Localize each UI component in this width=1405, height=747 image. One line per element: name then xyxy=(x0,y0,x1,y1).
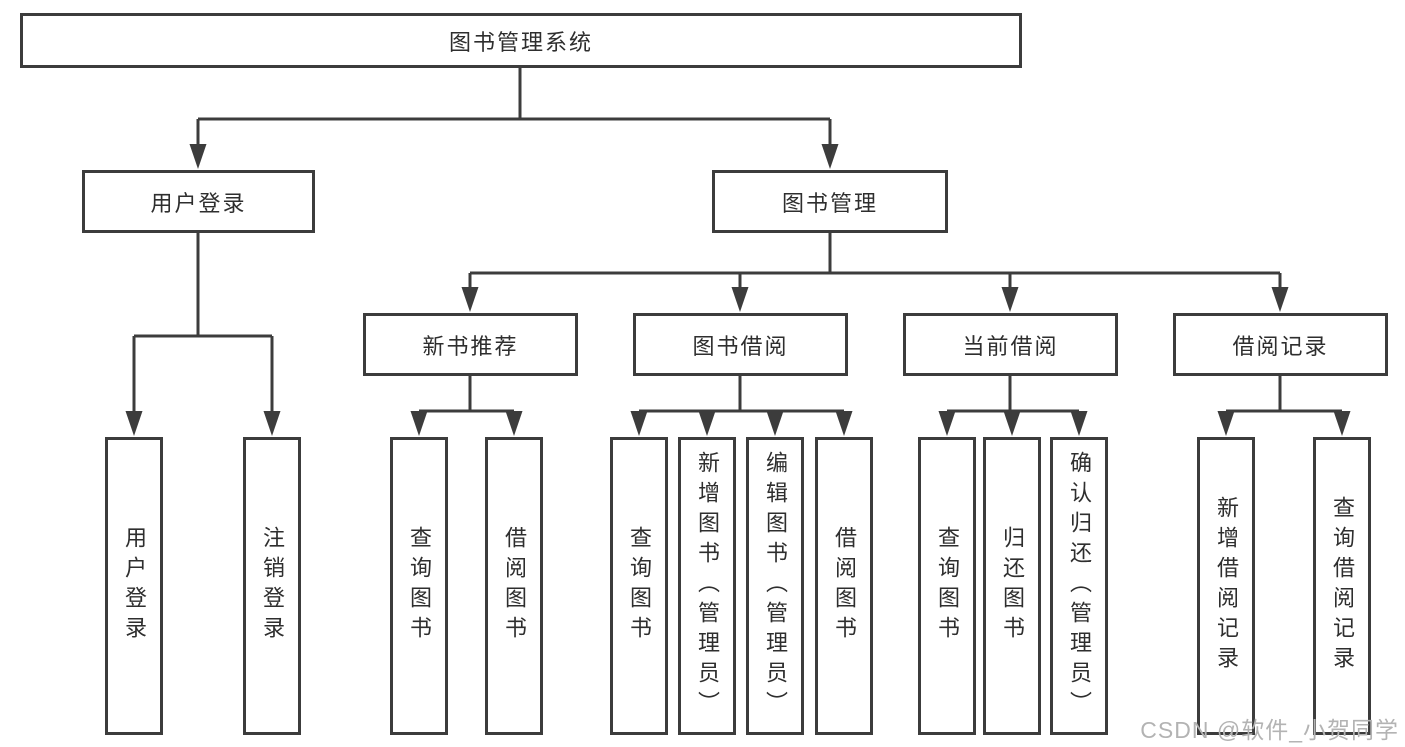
arrowhead-icon xyxy=(835,411,853,436)
node-label: 借阅记录 xyxy=(1232,333,1329,359)
leaf-user-login: 用户登录 xyxy=(105,437,163,735)
arrowhead-icon xyxy=(938,411,956,436)
arrowhead-icon xyxy=(1001,287,1019,312)
node-new-book-recommend: 新书推荐 xyxy=(363,313,578,376)
node-label: 查询借阅记录 xyxy=(1330,496,1355,676)
node-label: 新增借阅记录 xyxy=(1214,496,1239,676)
leaf-return-books: 归还图书 xyxy=(983,437,1041,735)
leaf-logout: 注销登录 xyxy=(243,437,301,735)
arrowhead-icon xyxy=(125,411,143,436)
arrowhead-icon xyxy=(410,411,428,436)
node-label: 查询图书 xyxy=(935,526,960,646)
node-label: 新增图书（管理员） xyxy=(695,451,720,721)
arrowhead-icon xyxy=(821,144,839,169)
leaf-borrow-books-borrowing: 借阅图书 xyxy=(815,437,873,735)
arrowhead-icon xyxy=(1003,411,1021,436)
arrowhead-icon xyxy=(461,287,479,312)
node-label: 图书管理系统 xyxy=(448,29,593,55)
arrowhead-icon xyxy=(189,144,207,169)
node-label: 注销登录 xyxy=(260,526,285,646)
arrowhead-icon xyxy=(766,411,784,436)
node-book-management: 图书管理 xyxy=(712,170,948,233)
leaf-add-book-admin: 新增图书（管理员） xyxy=(678,437,736,735)
arrowhead-icon xyxy=(1070,411,1088,436)
node-current-borrowing: 当前借阅 xyxy=(903,313,1118,376)
node-label: 编辑图书（管理员） xyxy=(763,451,788,721)
node-label: 图书管理 xyxy=(781,190,878,216)
arrowhead-icon xyxy=(263,411,281,436)
leaf-confirm-return-admin: 确认归还（管理员） xyxy=(1050,437,1108,735)
node-label: 查询图书 xyxy=(627,526,652,646)
node-borrowing-records: 借阅记录 xyxy=(1173,313,1388,376)
leaf-add-borrow-record: 新增借阅记录 xyxy=(1197,437,1255,735)
node-label: 当前借阅 xyxy=(962,333,1059,359)
node-user-login: 用户登录 xyxy=(82,170,315,233)
connector-root-to-level2 xyxy=(189,68,839,169)
connector-user-login-children xyxy=(125,233,281,436)
arrowhead-icon xyxy=(731,287,749,312)
connector-new-book-children xyxy=(410,376,523,436)
connector-current-borrowing-children xyxy=(938,376,1088,436)
leaf-query-books-recommend: 查询图书 xyxy=(390,437,448,735)
node-label: 借阅图书 xyxy=(832,526,857,646)
node-label: 用户登录 xyxy=(150,190,247,216)
node-book-borrowing: 图书借阅 xyxy=(633,313,848,376)
node-label: 用户登录 xyxy=(122,526,147,646)
leaf-edit-book-admin: 编辑图书（管理员） xyxy=(746,437,804,735)
node-label: 新书推荐 xyxy=(422,333,519,359)
node-label: 查询图书 xyxy=(407,526,432,646)
node-label: 确认归还（管理员） xyxy=(1067,451,1092,721)
arrowhead-icon xyxy=(630,411,648,436)
arrowhead-icon xyxy=(505,411,523,436)
leaf-query-books-borrowing: 查询图书 xyxy=(610,437,668,735)
arrowhead-icon xyxy=(698,411,716,436)
node-label: 归还图书 xyxy=(1000,526,1025,646)
connector-book-borrowing-children xyxy=(630,376,853,436)
node-library-system: 图书管理系统 xyxy=(20,13,1022,68)
arrowhead-icon xyxy=(1333,411,1351,436)
leaf-borrow-books-recommend: 借阅图书 xyxy=(485,437,543,735)
arrowhead-icon xyxy=(1217,411,1235,436)
leaf-query-books-current: 查询图书 xyxy=(918,437,976,735)
csdn-watermark: CSDN @软件_小贺同学 xyxy=(1140,717,1399,743)
node-label: 借阅图书 xyxy=(502,526,527,646)
leaf-query-borrow-record: 查询借阅记录 xyxy=(1313,437,1371,735)
connector-book-mgmt-to-level3 xyxy=(461,233,1289,312)
connector-borrowing-records-children xyxy=(1217,376,1351,436)
node-label: 图书借阅 xyxy=(692,333,789,359)
arrowhead-icon xyxy=(1271,287,1289,312)
